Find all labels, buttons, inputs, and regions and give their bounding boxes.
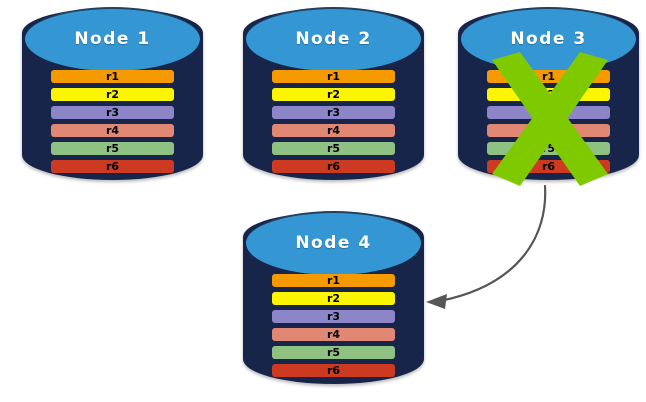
- node-1-row-r4[interactable]: r4: [50, 123, 175, 137]
- node-1-row-r3[interactable]: r3: [50, 105, 175, 119]
- node-2-row-r5[interactable]: r5: [271, 141, 396, 155]
- node-2-row-r6[interactable]: r6: [271, 159, 396, 173]
- node-4-cylinder-top: [245, 211, 422, 275]
- node-3-row-r2[interactable]: r2: [486, 87, 611, 101]
- node-3-row-r4[interactable]: r4: [486, 123, 611, 137]
- node-2-row-r3[interactable]: r3: [271, 105, 396, 119]
- node-1-cylinder-top: [24, 7, 201, 71]
- node-2-row-r1[interactable]: r1: [271, 69, 396, 83]
- node-2-cylinder-top: [245, 7, 422, 71]
- node-1-row-r1[interactable]: r1: [50, 69, 175, 83]
- node-4-row-r5[interactable]: r5: [271, 345, 396, 359]
- node-3[interactable]: Node 3 r1 r2 r3 r4 r5 r6: [458, 7, 639, 180]
- node-4-row-r2[interactable]: r2: [271, 291, 396, 305]
- node-1-row-r6[interactable]: r6: [50, 159, 175, 173]
- node-3-row-r1[interactable]: r1: [486, 69, 611, 83]
- node-1[interactable]: Node 1 r1 r2 r3 r4 r5 r6: [22, 7, 203, 180]
- arrowhead-icon: [426, 294, 447, 309]
- node-1-row-r5[interactable]: r5: [50, 141, 175, 155]
- node-2-row-list: r1 r2 r3 r4 r5 r6: [271, 69, 396, 173]
- node-4[interactable]: Node 4 r1 r2 r3 r4 r5 r6: [243, 211, 424, 384]
- node-2-row-r4[interactable]: r4: [271, 123, 396, 137]
- node-3-row-r6[interactable]: r6: [486, 159, 611, 173]
- node-4-row-r1[interactable]: r1: [271, 273, 396, 287]
- node-2-row-r2[interactable]: r2: [271, 87, 396, 101]
- node-3-row-list: r1 r2 r3 r4 r5 r6: [486, 69, 611, 173]
- failover-arrow: [426, 184, 547, 309]
- node-1-row-list: r1 r2 r3 r4 r5 r6: [50, 69, 175, 173]
- node-3-row-r3[interactable]: r3: [486, 105, 611, 119]
- node-4-row-r4[interactable]: r4: [271, 327, 396, 341]
- node-4-row-list: r1 r2 r3 r4 r5 r6: [271, 273, 396, 377]
- node-3-row-r5[interactable]: r5: [486, 141, 611, 155]
- node-2[interactable]: Node 2 r1 r2 r3 r4 r5 r6: [243, 7, 424, 180]
- node-3-cylinder-top: [460, 7, 637, 71]
- node-4-row-r6[interactable]: r6: [271, 363, 396, 377]
- node-4-row-r3[interactable]: r3: [271, 309, 396, 323]
- node-1-row-r2[interactable]: r2: [50, 87, 175, 101]
